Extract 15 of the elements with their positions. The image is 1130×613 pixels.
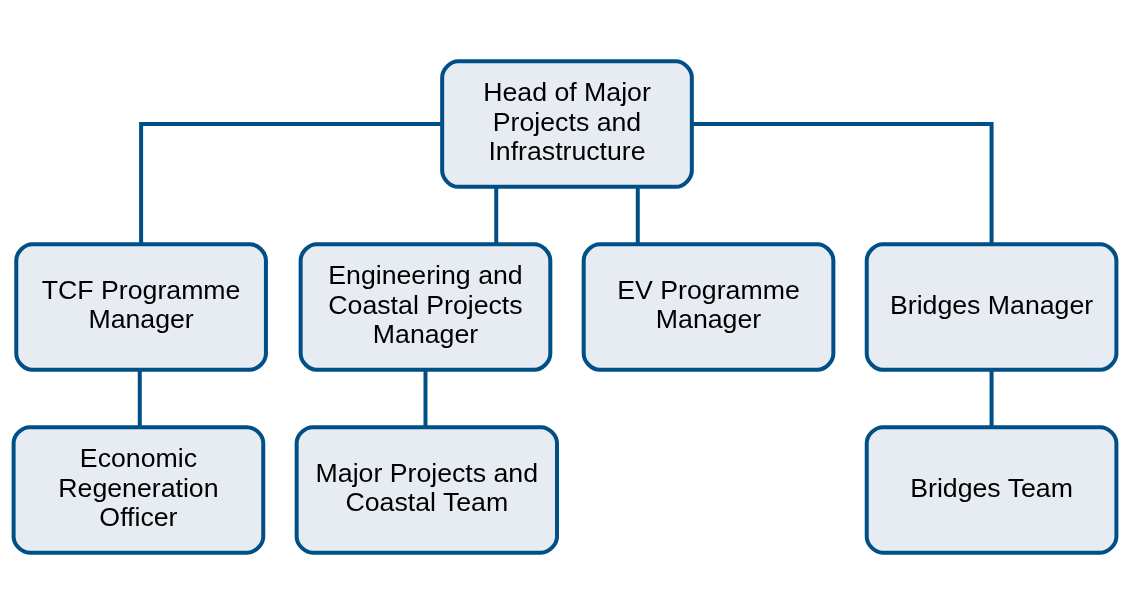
node-box: EV Programme Manager bbox=[581, 241, 836, 372]
node-box: Bridges Manager bbox=[864, 241, 1119, 372]
connector bbox=[139, 121, 443, 244]
connector bbox=[692, 121, 994, 244]
connector bbox=[635, 186, 640, 244]
connector bbox=[137, 369, 142, 427]
connector bbox=[423, 369, 428, 427]
node-box: Economic Regeneration Officer bbox=[11, 424, 266, 555]
node-box: Bridges Team bbox=[864, 424, 1119, 555]
node-box: Major Projects and Coastal Team bbox=[294, 424, 559, 555]
connector bbox=[989, 369, 994, 427]
node-box: Engineering and Coastal Projects Manager bbox=[298, 241, 553, 372]
connector bbox=[494, 186, 499, 244]
node-box: Head of Major Projects and Infrastructure bbox=[440, 58, 694, 189]
node-box: TCF Programme Manager bbox=[14, 241, 268, 372]
